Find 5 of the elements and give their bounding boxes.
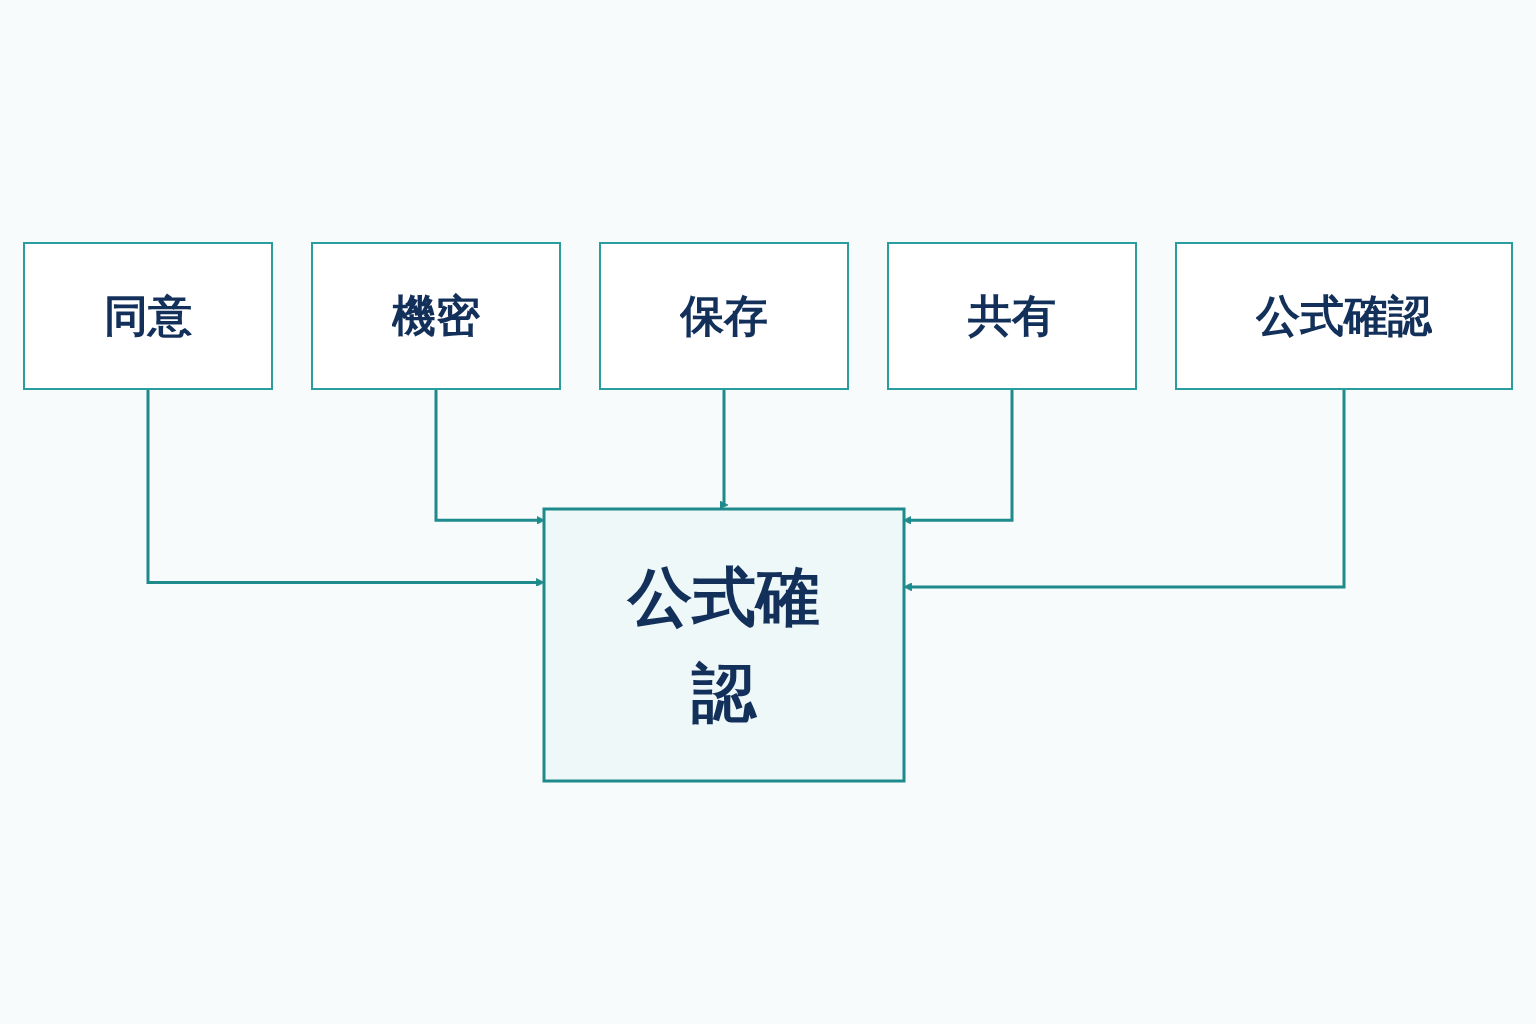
arrow: [719, 389, 729, 510]
arrow: [146, 389, 545, 587]
node-box: 共有: [887, 242, 1137, 390]
node-box: 公式確認: [542, 507, 906, 783]
node-box: 同意: [23, 242, 273, 390]
